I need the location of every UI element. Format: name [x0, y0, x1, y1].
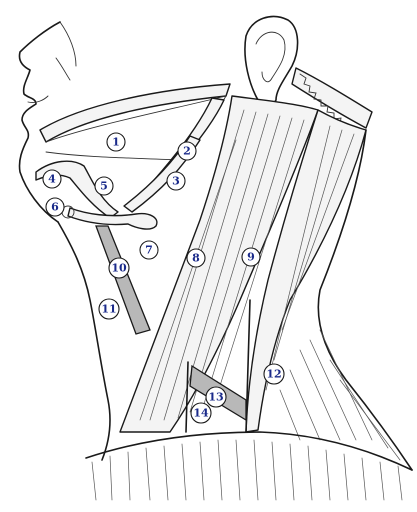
- label-7: 7: [139, 240, 159, 260]
- svg-text:9: 9: [247, 251, 255, 264]
- svg-text:1: 1: [112, 136, 120, 149]
- hair-squiggle: [299, 73, 348, 125]
- omohyoid-superior-belly: [95, 225, 151, 335]
- cheek-line: [59, 21, 77, 67]
- face-profile-outline: [18, 21, 61, 223]
- mouth-line: [27, 95, 49, 103]
- label-8: 8: [186, 248, 206, 268]
- svg-text:12: 12: [266, 368, 281, 381]
- svg-text:10: 10: [111, 262, 127, 275]
- hair-band: [291, 67, 373, 129]
- label-1: 1: [106, 132, 126, 152]
- label-12: 12: [263, 363, 285, 385]
- nostril-line: [55, 57, 71, 81]
- svg-text:14: 14: [193, 407, 209, 420]
- label-6: 6: [45, 197, 65, 217]
- label-11: 11: [98, 298, 120, 320]
- throat-front-outline: [57, 221, 111, 461]
- svg-text:11: 11: [101, 303, 116, 316]
- mandible-band: [39, 83, 231, 143]
- svg-text:5: 5: [100, 180, 108, 193]
- anterior-scalene-line: [185, 361, 189, 433]
- svg-text:8: 8: [192, 252, 200, 265]
- label-14: 14: [190, 402, 212, 424]
- ear-inner: [255, 31, 286, 83]
- label-5: 5: [94, 176, 114, 196]
- chest-hatching: [91, 439, 403, 501]
- svg-text:4: 4: [48, 173, 56, 186]
- trapezius-fibers: [265, 125, 355, 391]
- svg-text:2: 2: [183, 145, 191, 158]
- svg-text:7: 7: [145, 244, 153, 257]
- label-13: 13: [205, 386, 227, 408]
- posterior-triangle-line: [245, 299, 251, 433]
- label-9: 9: [241, 247, 261, 267]
- hyoid-bone: [67, 207, 158, 230]
- clavicle-outline: [85, 431, 413, 471]
- posterior-neck-outline: [317, 129, 413, 471]
- shoulder-fibers: [279, 329, 401, 461]
- label-4: 4: [42, 169, 62, 189]
- svg-text:3: 3: [172, 175, 180, 188]
- label-2: 2: [177, 141, 197, 161]
- label-10: 10: [108, 257, 130, 279]
- ear-outline: [244, 15, 299, 107]
- label-3: 3: [166, 171, 186, 191]
- trapezius-muscle: [245, 109, 367, 433]
- svg-text:13: 13: [208, 391, 223, 404]
- svg-text:6: 6: [51, 201, 59, 214]
